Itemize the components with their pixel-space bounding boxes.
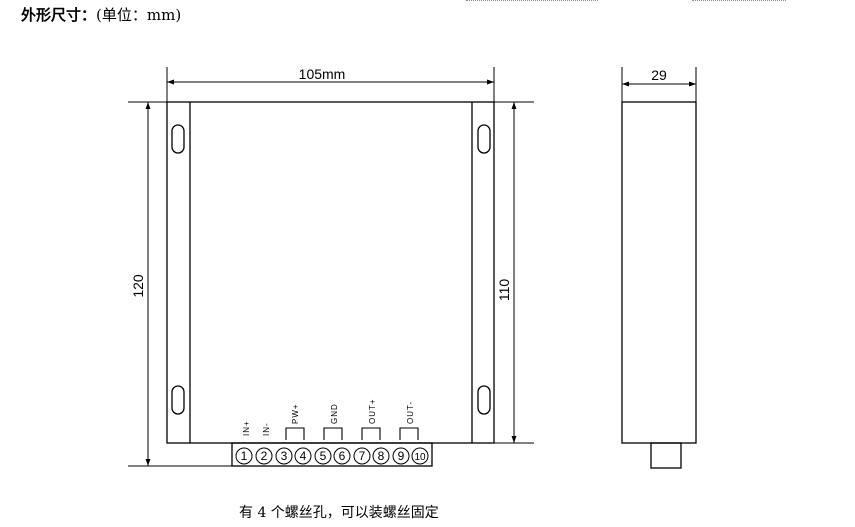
connector-notch: [285, 427, 305, 440]
device-side-body: [621, 101, 697, 444]
height-dimension-label: 120: [130, 274, 146, 298]
label-out-minus: OUT-: [406, 401, 415, 424]
terminal-circle: [294, 447, 312, 465]
terminal-circle: [275, 447, 293, 465]
terminal-circle: [353, 447, 371, 465]
width-dimension-label: 105mm: [299, 66, 346, 82]
depth-dimension-label: 29: [651, 67, 667, 83]
terminal-block: [231, 442, 433, 467]
terminal-circle: [255, 447, 273, 465]
label-in-plus: IN+: [242, 420, 251, 436]
caption: 有 4 个螺丝孔，可以装螺丝固定: [239, 505, 439, 521]
label-in-minus: IN-: [262, 422, 271, 436]
connector-notch: [323, 427, 343, 440]
terminal-number: 6: [339, 449, 346, 463]
title-text: 外形尺寸：: [21, 6, 97, 24]
terminal-circle: [314, 447, 332, 465]
terminal-number: 2: [261, 449, 268, 463]
mounting-hole: [477, 124, 491, 154]
terminal-number: 5: [320, 449, 327, 463]
inner-height-dimension-label: 110: [496, 279, 512, 302]
device-front-body: [166, 101, 495, 444]
terminal-number: 10: [414, 452, 426, 463]
terminal-number: 4: [300, 449, 307, 463]
decorative-dotted-line: [692, 0, 786, 3]
label-pw-plus: PW+: [291, 403, 300, 424]
terminal-circle: [411, 447, 429, 465]
terminal-circle: [333, 447, 351, 465]
side-terminal-block: [650, 442, 682, 469]
terminal-circle: [235, 447, 253, 465]
terminal-number: 9: [398, 449, 405, 463]
unit-text: (单位：mm): [96, 6, 182, 24]
terminal-circle: [392, 447, 410, 465]
terminal-circle: [372, 447, 390, 465]
label-out-plus: OUT+: [368, 398, 377, 424]
connector-notch: [399, 427, 419, 440]
terminal-number: 3: [281, 449, 288, 463]
terminal-number: 1: [241, 449, 248, 463]
mounting-hole: [477, 385, 491, 415]
label-gnd: GND: [330, 403, 339, 424]
terminal-number: 7: [359, 449, 366, 463]
decorative-dotted-line: [466, 0, 598, 3]
mounting-hole: [171, 124, 185, 154]
terminal-number: 8: [378, 449, 385, 463]
page-title: 外形尺寸：(单位：mm): [21, 4, 181, 25]
mounting-hole: [171, 385, 185, 415]
connector-notch: [361, 427, 381, 440]
